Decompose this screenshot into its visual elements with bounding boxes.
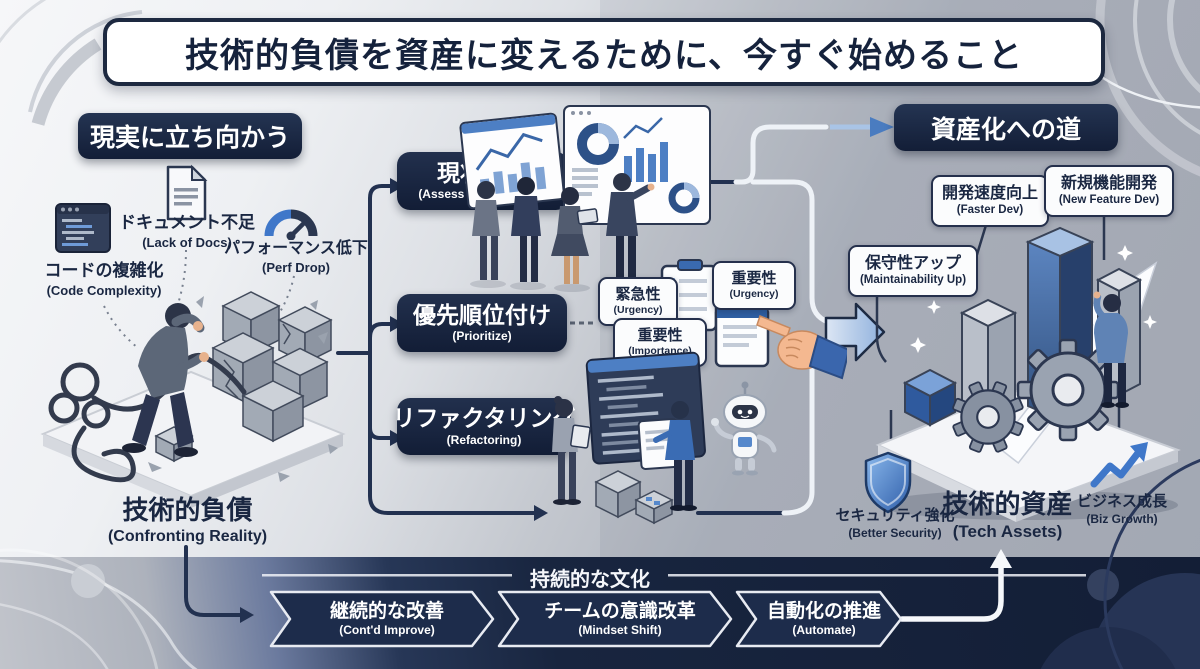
title-banner: 技術的負債を資産に変えるために、今すぐ始めること	[103, 18, 1105, 86]
problem-perf-drop: パフォーマンス低下 (Perf Drop)	[224, 240, 368, 275]
benefit-new-feature-dev: 新規機能開発 (New Feature Dev)	[1044, 165, 1174, 217]
shield-icon	[864, 451, 912, 514]
culture-up-arrowhead	[990, 549, 1012, 568]
section-header-assets: 資産化への道	[894, 104, 1118, 151]
problem-lack-of-docs: ドキュメント不足 (Lack of Docs)	[119, 213, 255, 250]
tech-debt-illustration	[40, 291, 346, 508]
chevron-shape	[735, 590, 903, 648]
assess-scene	[459, 105, 711, 292]
robot	[711, 381, 777, 476]
chevron-shape	[269, 590, 495, 648]
step-prioritize: 優先順位付け (Prioritize)	[397, 294, 567, 352]
debris	[148, 296, 338, 482]
code-window-icon	[55, 203, 111, 253]
tech-debt-label: 技術的負債 (Confronting Reality)	[107, 495, 268, 545]
section-header-reality: 現実に立ち向かう	[78, 113, 302, 159]
security-label: セキュリティ強化 (Better Security)	[835, 507, 955, 540]
person-on-platform	[1093, 291, 1129, 408]
growth-arrow-icon	[1090, 442, 1148, 488]
refactor-man	[653, 401, 697, 511]
person-struggling	[122, 303, 209, 457]
chevron-continuous-improvement: 継続的な改善 (Cont'd Improve)	[268, 589, 498, 649]
refactor-packages	[594, 470, 674, 525]
tag-importance-urgency: 重要性 (Urgency)	[712, 261, 796, 310]
flow-left	[184, 180, 786, 617]
problem-code-complexity: コードの複雑化 (Code Complexity)	[44, 261, 164, 298]
assess-people	[470, 173, 655, 292]
gear-icon	[952, 338, 1120, 453]
problem-connectors	[103, 249, 295, 349]
step-refactoring: リファクタリング (Refactoring)	[392, 398, 576, 455]
tech-assets-illustration	[875, 226, 1181, 522]
document-icon	[166, 164, 208, 221]
chevron-automate: 自動化の推進 (Automate)	[734, 589, 906, 649]
gauge-icon	[264, 209, 318, 240]
refactor-woman	[552, 396, 591, 505]
biz-growth-label: ビジネス成長 (Biz Growth)	[1076, 493, 1167, 526]
refactoring-scene	[552, 351, 777, 525]
page-title: 技術的負債を資産に変えるために、今すぐ始めること	[185, 36, 1023, 75]
benefit-maintainability: 保守性アップ (Maintainability Up)	[848, 245, 978, 297]
header-arrowhead	[870, 117, 894, 137]
culture-title-lines	[262, 574, 1086, 577]
sparkles	[910, 245, 1157, 353]
chevron-mindset-shift: チームの意識改革 (Mindset Shift)	[496, 589, 736, 649]
chevron-shape	[497, 590, 733, 648]
tech-assets-label: 技術的資産 (Tech Assets)	[942, 489, 1073, 541]
culture-title: 持続的な文化	[530, 569, 650, 591]
culture-up-arrow-line	[899, 565, 1004, 622]
pointing-hand	[756, 315, 847, 380]
